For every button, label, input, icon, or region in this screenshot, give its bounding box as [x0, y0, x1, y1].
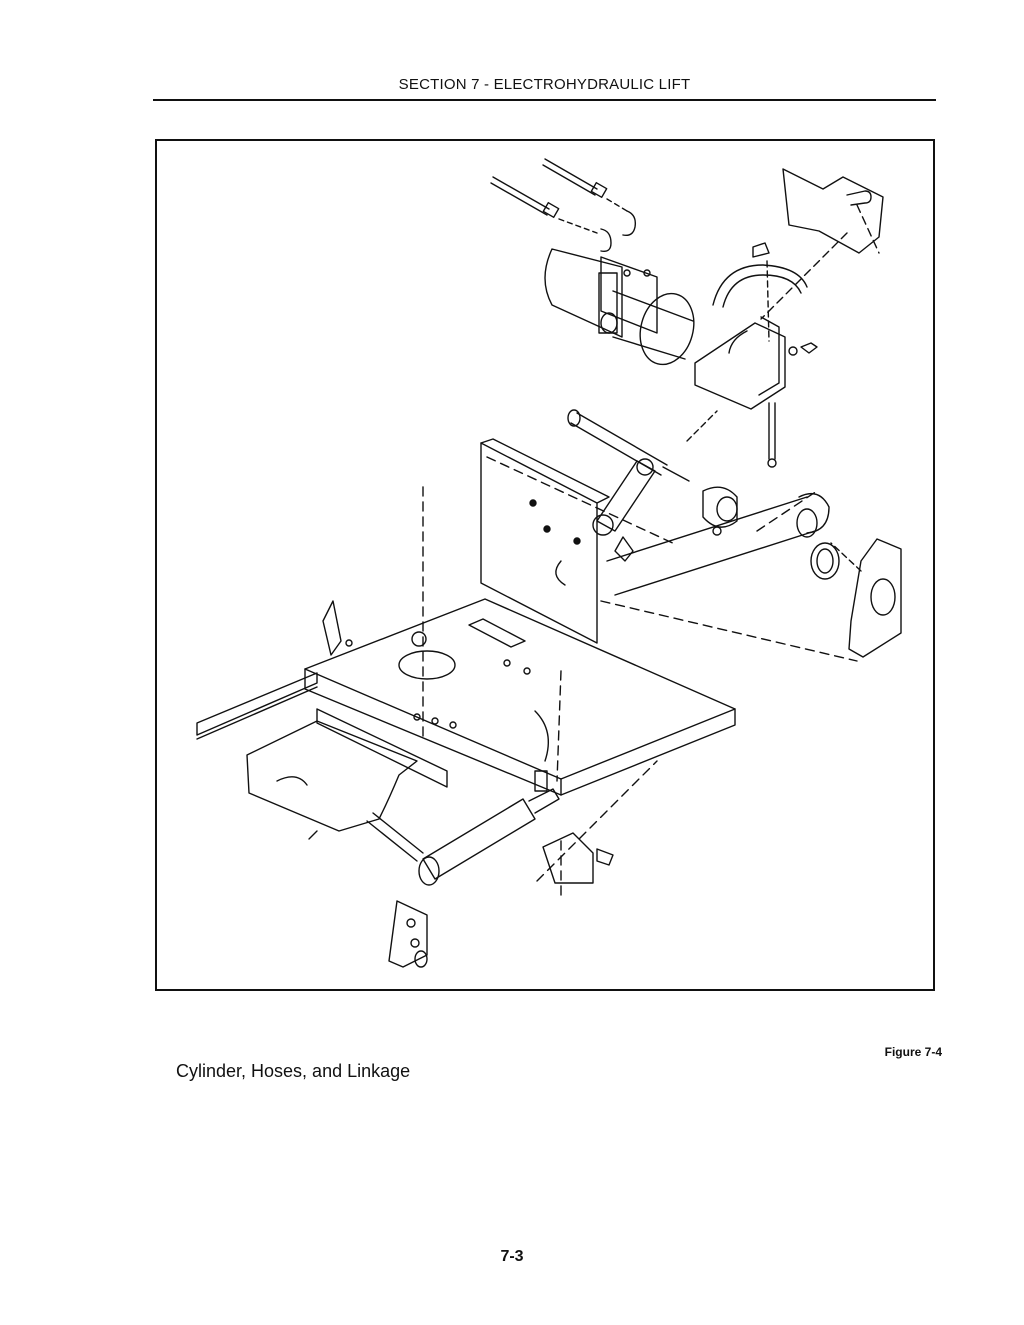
deck-plate [304, 598, 736, 796]
motor-strap [712, 242, 808, 342]
exploded-view-drawing [196, 158, 902, 968]
valve-bracket [694, 316, 818, 468]
upright-plate [480, 438, 610, 644]
section-title: SECTION 7 - ELECTROHYDRAULIC LIFT [398, 76, 691, 93]
page-number: 7-3 [500, 1248, 524, 1265]
figure-number: Figure 7-4 [884, 1045, 942, 1059]
hydraulic-cylinder [366, 710, 560, 886]
figure-caption: Cylinder, Hoses, and Linkage [176, 1061, 411, 1081]
header-rule [153, 99, 936, 101]
alignment-lines [422, 456, 858, 902]
bearing-flange [702, 486, 738, 536]
side-bracket-right [830, 538, 902, 658]
lift-shaft [567, 409, 718, 482]
frame-rails [196, 600, 448, 788]
hydraulic-hoses [490, 158, 637, 253]
cylinder-anchor-bracket [542, 832, 614, 884]
lower-bracket [388, 900, 428, 968]
cross-tube [606, 493, 840, 596]
rear-bracket [246, 720, 418, 840]
pump-motor [544, 248, 695, 366]
exploded-view-figure [155, 139, 935, 991]
lift-arm [592, 458, 656, 562]
upper-mounting-bracket [760, 168, 884, 320]
